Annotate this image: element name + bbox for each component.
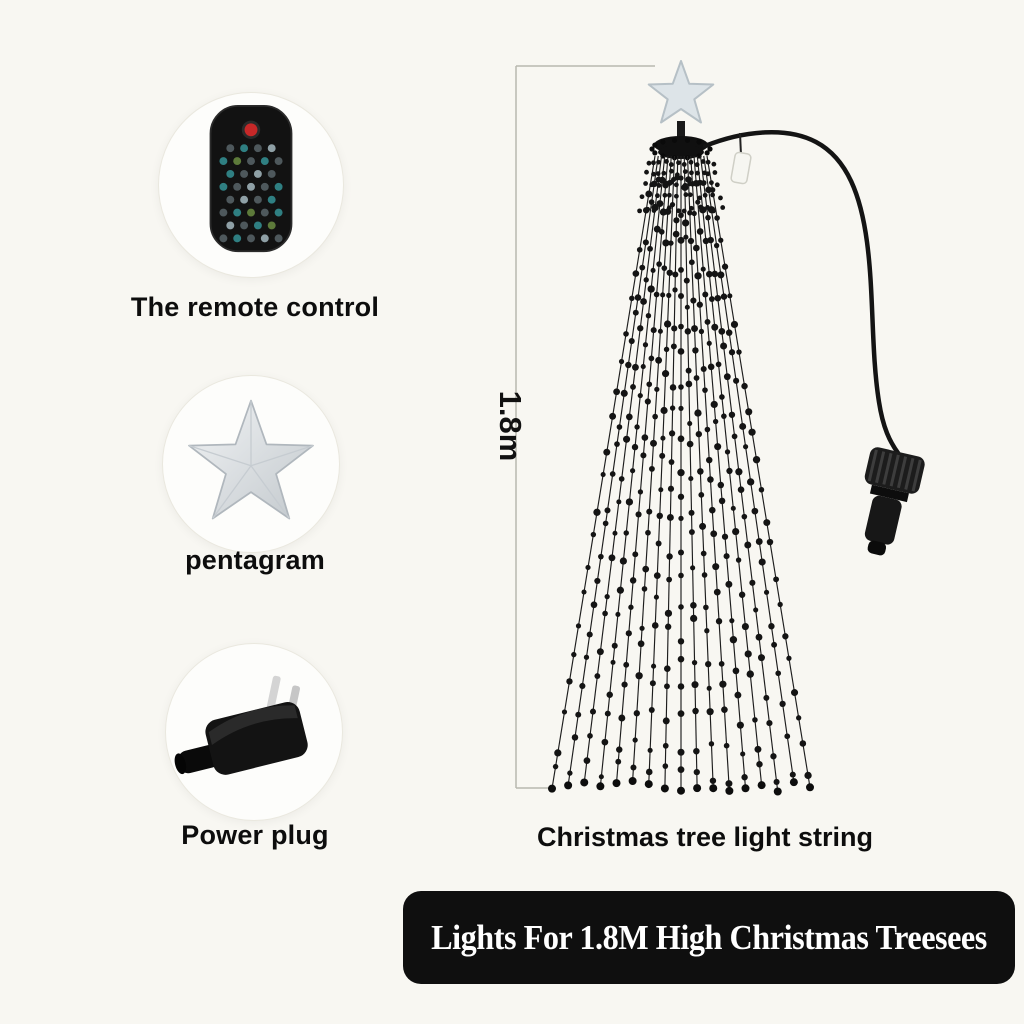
title-banner-text: Lights For 1.8M High Christmas Treesees <box>431 917 987 957</box>
power-plug-photo <box>165 643 343 821</box>
remote-control-icon <box>209 104 293 253</box>
power-plug-label: Power plug <box>181 820 329 850</box>
tree-caption: Christmas tree light string <box>536 822 874 852</box>
star-icon <box>188 399 314 520</box>
title-banner: Lights For 1.8M High Christmas Treesees <box>403 891 1015 984</box>
remote-control-photo <box>158 92 344 278</box>
pentagram-label: pentagram <box>185 545 325 575</box>
star-topper-photo <box>162 375 340 553</box>
height-dimension-label: 1.8m <box>493 390 528 462</box>
power-plug-icon <box>174 675 308 775</box>
remote-control-label: The remote control <box>130 292 380 322</box>
